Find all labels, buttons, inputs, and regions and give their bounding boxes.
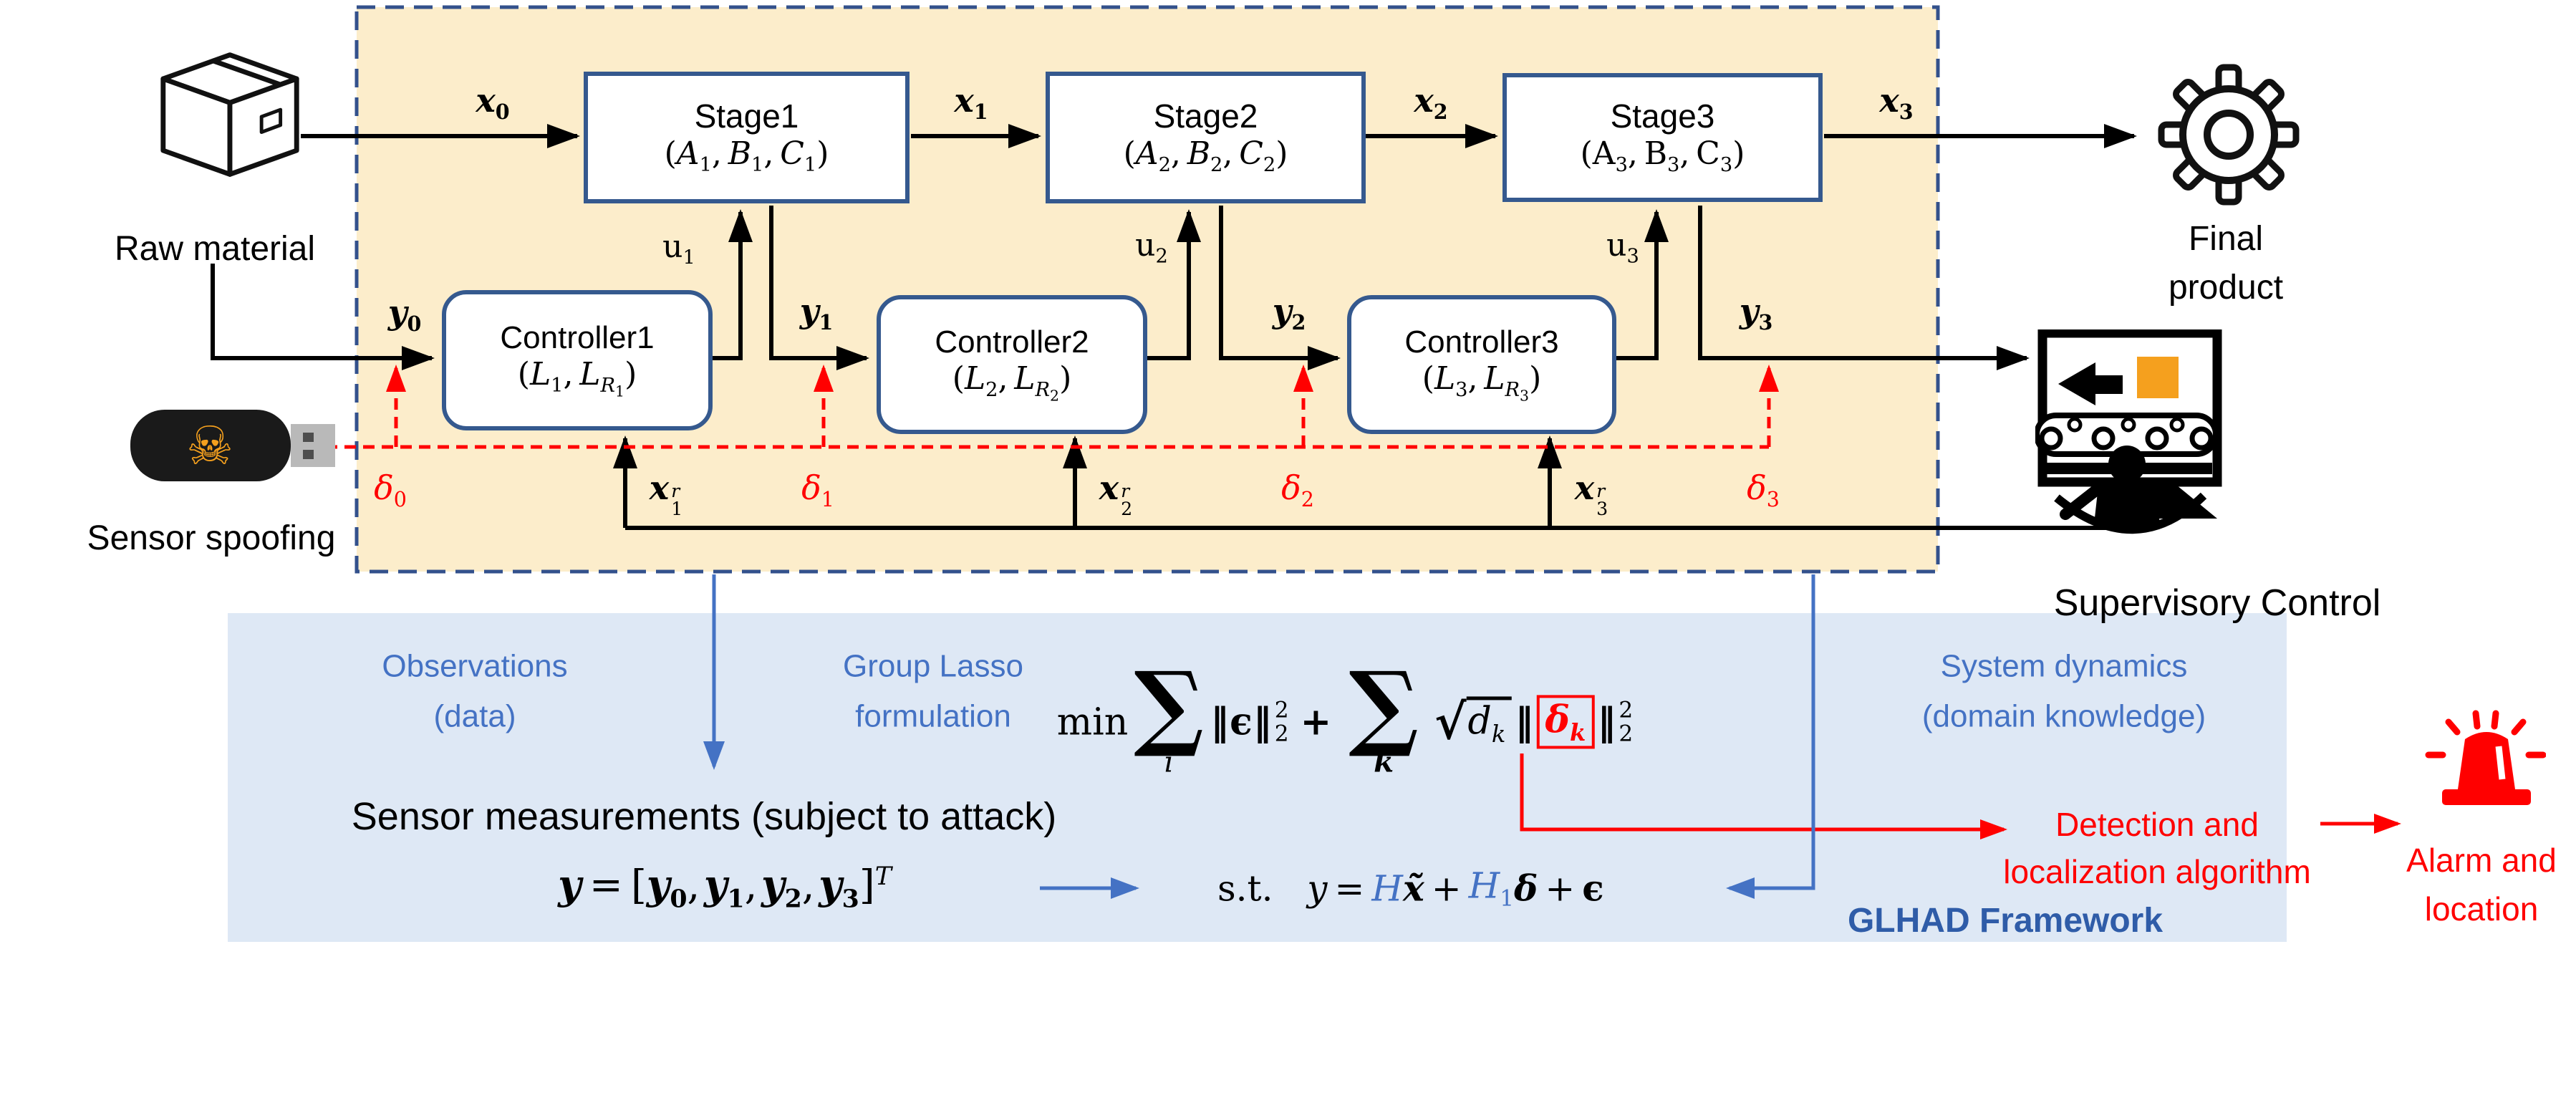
deltak-to-detection-line (1520, 753, 2007, 839)
arrow-y3 (1698, 206, 2030, 370)
label-delta3: δ3 (1747, 468, 1780, 512)
detection-label-line1: Detection and (2055, 806, 2259, 844)
label-u3: u3 (1606, 226, 1639, 268)
label-delta1: δ1 (801, 468, 834, 512)
arrow-y2 (1219, 206, 1341, 370)
label-u1: u1 (662, 228, 695, 269)
framework-connectors (703, 574, 1815, 899)
controller2-title: Controller2 (935, 324, 1089, 360)
group-lasso-label-line2: formulation (855, 698, 1011, 734)
system-dynamics-label-line2: (domain knowledge) (1921, 698, 2206, 734)
svg-text:☠: ☠ (186, 415, 233, 477)
arrow-u1 (713, 209, 753, 360)
sensor-measurements-label: Sensor measurements (subject to attack) (351, 794, 1057, 838)
final-product-label-line2: product (2168, 269, 2284, 307)
stage1-params: (A1, B1, C1) (664, 135, 829, 176)
controller2-box: Controller2 (L2, LR2) (877, 295, 1147, 434)
arrow-y1 (769, 206, 869, 370)
operator-monitor-icon (2035, 329, 2222, 534)
stage1-title: Stage1 (694, 97, 799, 135)
sensor-spoofing-label: Sensor spoofing (87, 519, 336, 558)
alarm-label-line2: location (2424, 890, 2539, 928)
label-y2: y2 (1272, 291, 1306, 335)
glhad-framework-label: GLHAD Framework (1847, 902, 2163, 940)
stage2-params: (A2, B2, C2) (1123, 135, 1288, 176)
label-x2: x2 (1414, 80, 1448, 125)
arrow-y0 (211, 264, 435, 370)
stage2-title: Stage2 (1153, 97, 1258, 135)
label-x1: x1 (954, 80, 988, 125)
arrow-u2 (1147, 209, 1201, 360)
arrow-u3 (1616, 209, 1669, 360)
controller2-params: (L2, LR2) (952, 360, 1072, 405)
label-x0: x0 (476, 80, 510, 125)
supervisory-control-label: Supervisory Control (2053, 582, 2381, 624)
controller3-params: (L3, LR3) (1422, 360, 1542, 405)
controller3-box: Controller3 (L3, LR3) (1347, 295, 1616, 434)
group-lasso-label-line1: Group Lasso (843, 648, 1023, 684)
detection-label-line2: localization algorithm (2003, 853, 2311, 891)
label-y3: y3 (1739, 291, 1773, 335)
alarm-label-line1: Alarm and (2406, 842, 2557, 880)
gear-icon (2158, 64, 2300, 206)
label-delta0: δ0 (374, 468, 407, 512)
label-delta2: δ2 (1281, 468, 1314, 512)
package-box-icon (160, 52, 299, 177)
system-dynamics-arrow (1726, 574, 1815, 899)
signal-arrows (211, 124, 2141, 530)
observations-label-line2: (data) (433, 698, 516, 734)
controller1-box: Controller1 (L1, LR1) (442, 290, 713, 430)
label-u2: u2 (1135, 226, 1168, 268)
label-x3: x3 (1879, 80, 1914, 125)
stage3-box: Stage3 (A3, B3, C3) (1502, 73, 1823, 202)
framework-panel (228, 613, 2287, 942)
siren-icon (2425, 710, 2546, 805)
final-product-label-line1: Final (2188, 220, 2264, 259)
controller1-params: (L1, LR1) (517, 356, 637, 400)
controller3-title: Controller3 (1404, 324, 1559, 360)
label-y1: y1 (799, 291, 834, 335)
controller1-title: Controller1 (500, 319, 655, 355)
attack-injection-lines (326, 365, 2401, 839)
stage3-params: (A3, B3, C3) (1580, 135, 1745, 176)
raw-material-label: Raw material (114, 230, 316, 269)
system-dynamics-label-line1: System dynamics (1940, 648, 2188, 684)
observations-label-line1: Observations (382, 648, 568, 684)
usb-skull-icon: ☠ (130, 410, 335, 481)
stage2-box: Stage2 (A2, B2, C2) (1046, 72, 1366, 203)
stage3-title: Stage3 (1610, 97, 1715, 135)
label-y0: y0 (387, 292, 422, 337)
stage1-box: Stage1 (A1, B1, C1) (584, 72, 910, 203)
y-vector-formula: y = [y0, y1, y2, y3]T (558, 861, 892, 914)
